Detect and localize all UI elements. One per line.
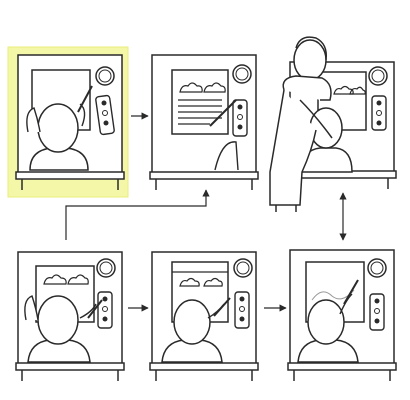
paint-palette-icon	[95, 94, 115, 136]
adult-figure	[269, 36, 333, 212]
paintbrush-icon	[77, 85, 93, 113]
table-edge	[149, 171, 259, 180]
water-cup-icon	[96, 258, 116, 278]
water-cup-icon	[367, 258, 387, 278]
paint-palette-icon	[234, 291, 250, 329]
child-figure	[161, 299, 225, 363]
panel-2	[149, 54, 259, 190]
paintbrush-icon	[343, 279, 359, 305]
table-edge	[15, 171, 125, 180]
table-edge	[287, 362, 397, 371]
panel-4	[15, 251, 125, 381]
paintbrush-icon	[213, 297, 231, 317]
water-cup-icon	[232, 64, 252, 84]
cloud-icon	[179, 82, 226, 93]
panel-1	[7, 46, 129, 198]
paint-palette-icon	[232, 99, 248, 137]
panel-6	[287, 249, 397, 381]
water-cup-icon	[368, 66, 388, 86]
panel-5	[149, 251, 259, 381]
paint-palette-icon	[97, 291, 113, 329]
child-arm	[214, 141, 239, 171]
table-top	[151, 54, 257, 174]
table-edge	[15, 362, 125, 371]
water-cup-icon	[233, 258, 253, 278]
text-lines	[178, 99, 222, 125]
child-figure	[24, 295, 97, 363]
cloud-icon	[179, 277, 223, 287]
paintbrush-icon	[87, 299, 103, 319]
child-figure	[299, 107, 353, 173]
flow-arrows	[65, 112, 347, 312]
paintbrush-icon	[209, 99, 237, 127]
cloud-icon	[333, 85, 366, 95]
child-figure	[297, 293, 359, 363]
paint-palette-icon	[369, 293, 385, 331]
cloud-icon	[43, 274, 89, 285]
child-figure	[26, 103, 89, 171]
water-cup-icon	[95, 66, 115, 86]
arrow-p4-to-p2	[65, 189, 210, 240]
paint-palette-icon	[371, 95, 387, 131]
panel-3	[269, 36, 397, 212]
table-edge	[149, 362, 259, 371]
sketch-marks	[311, 289, 355, 301]
paper-sheet	[171, 69, 229, 135]
